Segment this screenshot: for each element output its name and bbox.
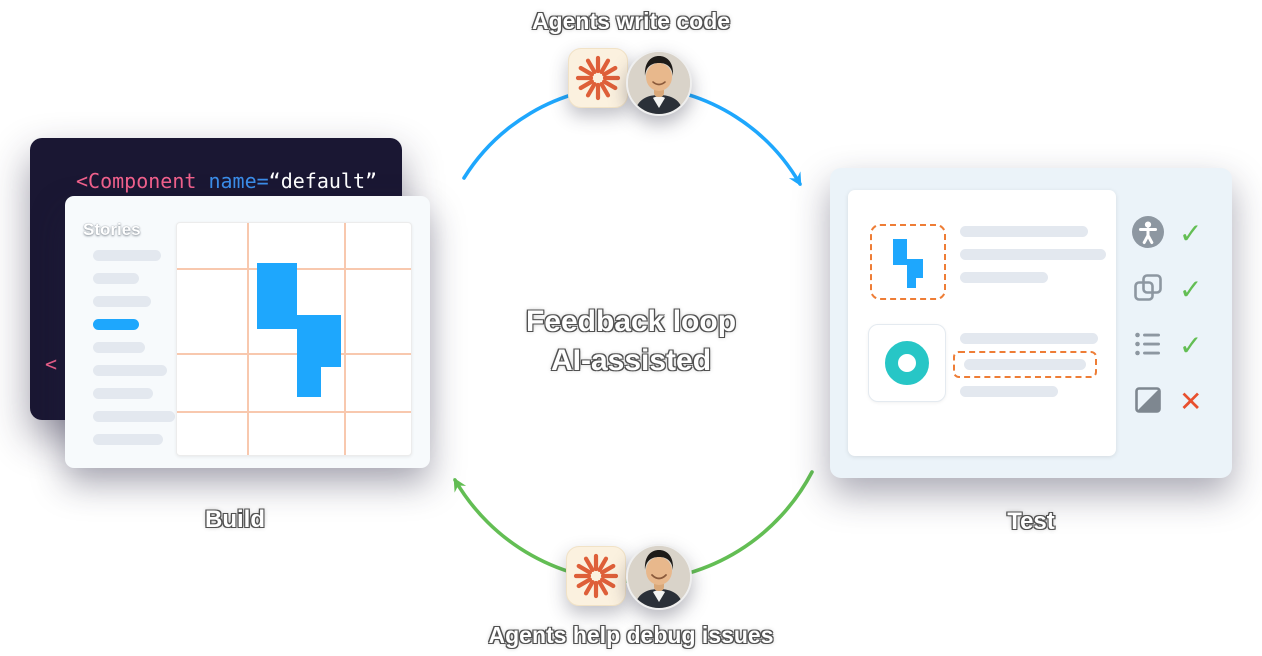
pass-check-icon: ✓: [1179, 274, 1203, 305]
ai-starburst-icon: [566, 546, 626, 606]
test-skeleton-list: [960, 226, 1106, 283]
check-row-layers: ✓: [1132, 272, 1203, 309]
skeleton-bar: [960, 272, 1048, 283]
stories-title: Stories: [83, 220, 141, 239]
blue-shape-block: [257, 263, 297, 329]
test-label: Test: [1007, 508, 1055, 535]
test-result-card: [848, 190, 1116, 456]
agent-avatar: [626, 544, 692, 610]
component-canvas: [176, 222, 412, 456]
check-row-contrast: ✕: [1132, 386, 1202, 418]
stories-panel: Stories: [65, 196, 430, 468]
ai-starburst-icon: [568, 48, 628, 108]
grid-line: [247, 223, 249, 455]
skeleton-bar: [960, 226, 1088, 237]
fail-cross-icon: ✕: [1179, 386, 1203, 417]
bottom-caption: Agents help debug issues: [488, 622, 774, 648]
skeleton-bar: [964, 359, 1086, 370]
agent-avatar: [626, 50, 692, 116]
blue-shape-block: [893, 239, 907, 265]
blue-shape-block: [907, 259, 923, 278]
contrast-icon: [1132, 384, 1164, 421]
skeleton-bar: [960, 333, 1098, 344]
check-row-accessibility: ✓: [1132, 215, 1203, 253]
pass-check-icon: ✓: [1179, 330, 1203, 361]
code-fragment-token: <: [45, 352, 58, 376]
checks-column: ✓ ✓: [1132, 215, 1203, 418]
skeleton-bar: [93, 296, 151, 307]
code-value-token: “default”: [268, 169, 378, 193]
loop-title-line1: Feedback loop: [525, 305, 737, 338]
test-skeleton-list: [960, 333, 1098, 344]
checklist-icon: [1132, 328, 1164, 365]
layers-icon: [1132, 272, 1164, 309]
pass-check-icon: ✓: [1179, 218, 1203, 249]
highlighted-text-box: [953, 351, 1097, 378]
grid-line: [177, 353, 411, 355]
code-tag-token: <Component: [76, 169, 197, 193]
loop-title: Feedback loop AI-assisted: [0, 302, 1262, 380]
skeleton-bar: [93, 365, 167, 376]
check-row-checklist: ✓: [1132, 330, 1202, 362]
blue-shape-block: [297, 367, 321, 397]
loop-title-line2: AI-assisted: [550, 344, 712, 377]
skeleton-bar: [960, 249, 1106, 260]
build-label: Build: [205, 506, 265, 533]
test-skeleton-list: [960, 386, 1058, 397]
grid-line: [344, 223, 346, 455]
skeleton-bar: [93, 250, 161, 261]
skeleton-bar: [93, 411, 175, 422]
code-attr-token: name=: [196, 169, 269, 193]
skeleton-bar: [93, 273, 139, 284]
skeleton-bar: [93, 342, 145, 353]
top-caption: Agents write code: [531, 8, 731, 34]
grid-line: [177, 411, 411, 413]
skeleton-bar: [93, 388, 153, 399]
blue-shape-block: [907, 278, 916, 288]
selected-component-box: [870, 224, 946, 300]
stories-skeleton-list: [93, 250, 175, 445]
test-panel: ✓ ✓: [830, 168, 1232, 478]
blue-shape-block: [297, 315, 341, 367]
skeleton-bar: [93, 434, 163, 445]
skeleton-bar: [960, 386, 1058, 397]
test-skeleton-list: [964, 359, 1086, 370]
component-box: [868, 324, 946, 402]
code-line: <Component name=“default”: [76, 168, 377, 194]
donut-shape: [885, 341, 929, 385]
accessibility-icon: [1132, 215, 1164, 253]
skeleton-bar: [93, 319, 139, 330]
